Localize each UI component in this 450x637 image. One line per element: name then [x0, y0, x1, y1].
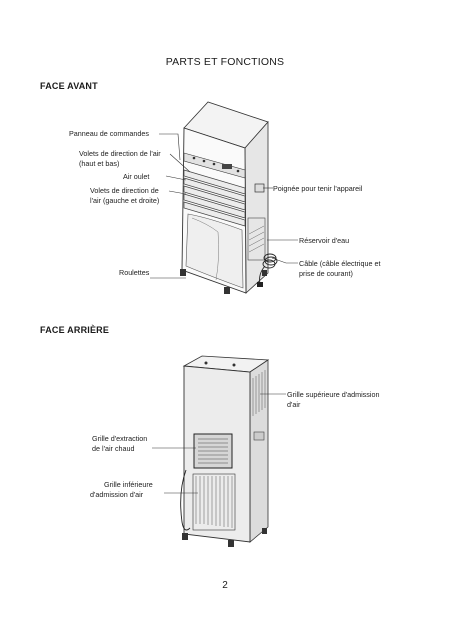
- label-upper-intake-line1: Grille supérieure d'admission: [287, 390, 380, 399]
- label-horizontal-louvers-line2: l'air (gauche et droite): [90, 196, 160, 205]
- label-control-panel: Panneau de commandes: [69, 129, 149, 138]
- label-power-cord-line1: Câble (câble électrique et: [299, 259, 381, 268]
- label-vertical-louvers-line1: Volets de direction de l'air: [79, 149, 161, 158]
- label-casters: Roulettes: [119, 268, 150, 277]
- label-horizontal-louvers-line1: Volets de direction de: [90, 186, 159, 195]
- front-unit-illustration: [180, 101, 278, 294]
- label-lower-intake-line2: d'admission d'air: [90, 490, 144, 499]
- label-water-tank: Réservoir d'eau: [299, 236, 350, 245]
- rear-unit-illustration: [180, 355, 270, 547]
- rear-view-heading: FACE ARRIÈRE: [40, 325, 110, 335]
- label-hot-air-exhaust-line1: Grille d'extraction: [92, 434, 148, 443]
- label-vertical-louvers-line2: (haut et bas): [79, 159, 120, 168]
- label-upper-intake-line2: d'air: [287, 400, 301, 409]
- page-title: PARTS ET FONCTIONS: [165, 56, 285, 68]
- front-view-heading: FACE AVANT: [40, 81, 98, 91]
- label-power-cord-line2: prise de courant): [299, 269, 353, 278]
- label-air-outlet: Air oulet: [123, 172, 150, 181]
- label-handle: Poignée pour tenir l'appareil: [273, 184, 363, 193]
- page-number: 2: [222, 580, 228, 591]
- label-hot-air-exhaust-line2: de l'air chaud: [92, 444, 135, 453]
- label-lower-intake-line1: Grille inférieure: [104, 480, 153, 489]
